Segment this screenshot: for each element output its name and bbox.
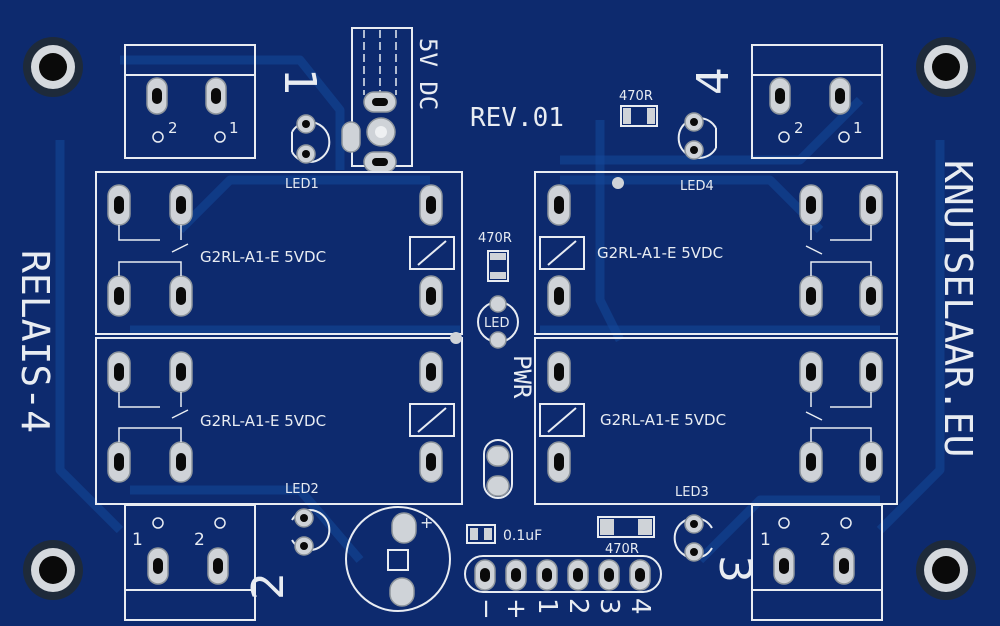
terminal-label-1: 1 (132, 530, 143, 550)
copper-traces (55, 55, 945, 564)
channel-number-3: 3 (709, 555, 760, 583)
terminal-label-1: 1 (760, 530, 771, 550)
revision-label: REV.01 (470, 103, 564, 133)
terminal-label-1: 1 (853, 119, 863, 137)
board-title: RELAIS-4 (13, 250, 57, 433)
terminal-block-bottom-right: 1 2 (751, 504, 883, 621)
header-pin-minus: − (471, 598, 501, 620)
relay-1: G2RL-A1-E 5VDC (95, 171, 463, 335)
resistor-bottom-label: 470R (605, 542, 639, 557)
relay-2-part: G2RL-A1-E 5VDC (200, 412, 326, 430)
cap-polarity: + (420, 513, 433, 532)
power-led-label: LED (484, 316, 509, 331)
relay-4: G2RL-A1-E 5VDC (534, 171, 898, 335)
relay-2: G2RL-A1-E 5VDC (95, 337, 463, 505)
terminal-label-2: 2 (194, 530, 205, 550)
brand-label: KNUTSELAAR.EU (936, 160, 980, 457)
pwr-pads (483, 439, 513, 499)
led1-footprint: LED1 (285, 114, 331, 192)
relay-4-part: G2RL-A1-E 5VDC (597, 244, 723, 262)
resistor-mid-label: 470R (478, 231, 512, 246)
electrolytic-capacitor: + (345, 506, 451, 612)
led2-footprint: LED2 (285, 482, 331, 556)
terminal-label-2: 2 (794, 119, 804, 137)
terminal-label-2: 2 (168, 119, 178, 137)
mounting-holes (23, 37, 976, 600)
led4-label: LED4 (680, 179, 714, 194)
resistor-bottom: 470R (597, 516, 655, 557)
mounting-hole-bottom-right (916, 540, 976, 600)
terminal-block-top-left: 2 1 (124, 44, 256, 159)
capacitor-label: 0.1uF (503, 528, 542, 544)
terminal-label-1: 1 (229, 119, 239, 137)
relay-3-part: G2RL-A1-E 5VDC (600, 411, 726, 429)
terminal-label-2: 2 (820, 530, 831, 550)
pwr-label: PWR (508, 355, 536, 399)
header-pin-1: 1 (532, 598, 562, 615)
resistor-top-label: 470R (619, 89, 653, 104)
led3-footprint: LED3 (673, 485, 713, 562)
resistor-mid: 470R (478, 231, 512, 282)
pin-header: − + 1 2 3 4 (464, 555, 662, 620)
power-label: 5V DC (414, 38, 442, 110)
mounting-hole-bottom-left (23, 540, 83, 600)
relay-3: G2RL-A1-E 5VDC (534, 337, 898, 505)
led4-footprint: LED4 (677, 112, 717, 194)
channel-number-4: 4 (688, 67, 739, 95)
power-led: LED (450, 295, 519, 349)
header-pin-3: 3 (594, 598, 624, 615)
terminal-block-top-right: 2 1 (751, 44, 883, 159)
header-pin-2: 2 (563, 598, 593, 615)
power-jack (341, 27, 413, 173)
header-pin-4: 4 (625, 598, 655, 615)
mounting-hole-top-right (916, 37, 976, 97)
channel-number-2: 2 (243, 572, 294, 600)
relay-1-part: G2RL-A1-E 5VDC (200, 248, 326, 266)
channel-number-1: 1 (274, 68, 325, 96)
header-pin-plus: + (501, 598, 531, 620)
led2-label: LED2 (285, 482, 319, 497)
mounting-hole-top-left (23, 37, 83, 97)
led3-label: LED3 (675, 485, 709, 500)
led1-label: LED1 (285, 177, 319, 192)
capacitor: 0.1uF (466, 524, 542, 544)
resistor-top: 470R (619, 89, 658, 127)
